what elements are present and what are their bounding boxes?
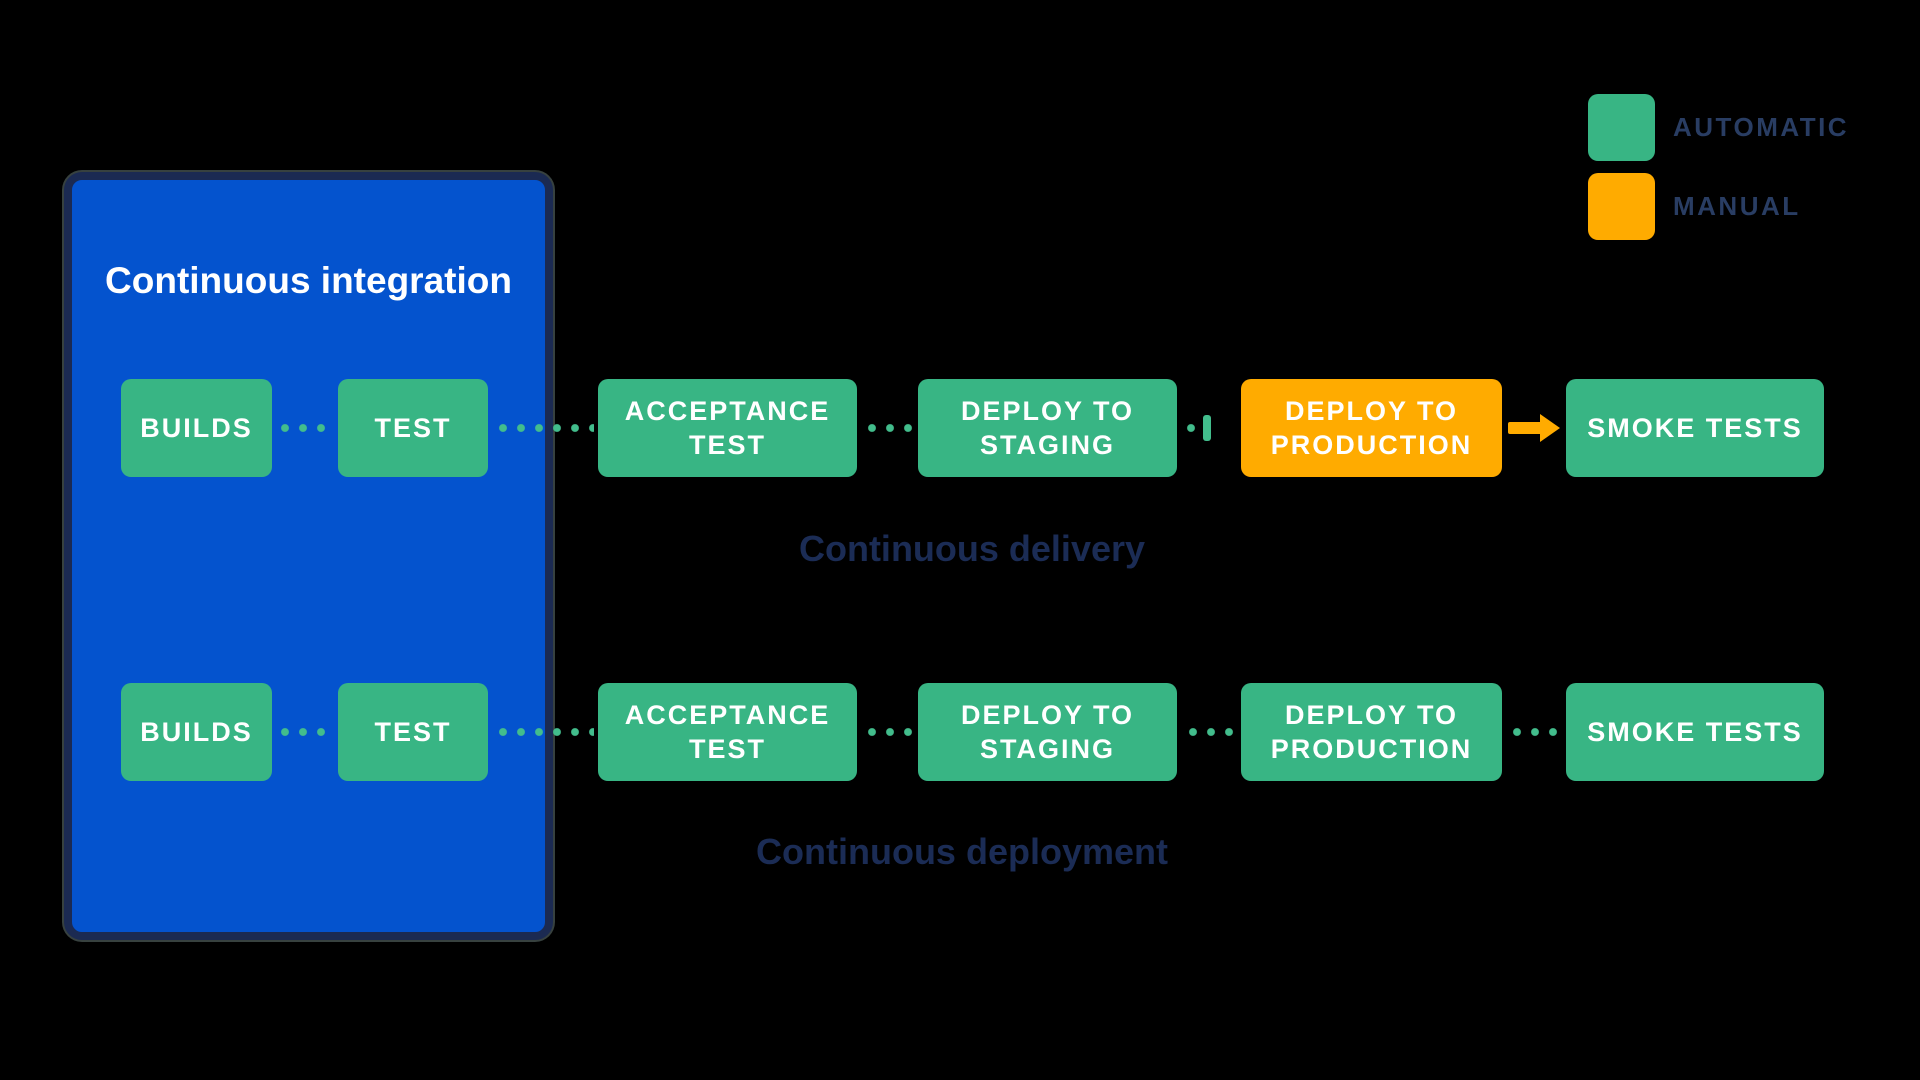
legend-item-manual: MANUAL [1588, 173, 1801, 240]
stage-box-smoke-tests-delivery: SMOKE TESTS [1566, 379, 1824, 477]
stage-box-label: SMOKE TESTS [1587, 717, 1803, 747]
stage-box-label: BUILDS [140, 717, 253, 747]
dotted-connector [863, 423, 913, 433]
stage-box-label: TEST [374, 413, 452, 443]
manual-swatch-icon [1588, 173, 1655, 240]
stage-box-label: DEPLOY TO PRODUCTION [1270, 396, 1473, 460]
stage-box-acceptance-test-deployment: ACCEPTANCE TEST [598, 683, 857, 781]
stage-box-label: BUILDS [140, 413, 253, 443]
stage-box-label: DEPLOY TO STAGING [960, 396, 1135, 460]
stage-box-test-delivery: TEST [338, 379, 488, 477]
stage-box-deploy-production-delivery: DEPLOY TO PRODUCTION [1241, 379, 1502, 477]
stage-box-label: SMOKE TESTS [1587, 413, 1803, 443]
stage-box-builds-delivery: BUILDS [121, 379, 272, 477]
manual-arrow-icon [1508, 414, 1560, 442]
manual-gate-bar-icon [1203, 415, 1211, 441]
dotted-connector [494, 727, 594, 737]
continuous-integration-container [64, 172, 553, 940]
stage-box-label: ACCEPTANCE TEST [624, 396, 831, 460]
stage-box-deploy-staging-delivery: DEPLOY TO STAGING [918, 379, 1177, 477]
continuous-deployment-label: Continuous deployment [756, 831, 1168, 872]
continuous-delivery-label: Continuous delivery [798, 528, 1146, 569]
arrow-head [1540, 414, 1560, 442]
continuous-integration-title: Continuous integration [105, 260, 512, 301]
automatic-swatch-icon [1588, 93, 1655, 161]
stage-box-label: DEPLOY TO PRODUCTION [1270, 700, 1473, 764]
stage-box-acceptance-test-delivery: ACCEPTANCE TEST [598, 379, 857, 477]
stage-box-label: DEPLOY TO STAGING [960, 700, 1135, 764]
stage-box-label: ACCEPTANCE TEST [624, 700, 831, 764]
stage-box-test-deployment: TEST [338, 683, 488, 781]
dotted-connector [494, 423, 594, 433]
arrow-shaft [1508, 422, 1542, 434]
dotted-connector [1182, 423, 1198, 433]
stage-box-deploy-production-deployment: DEPLOY TO PRODUCTION [1241, 683, 1502, 781]
dotted-connector [276, 727, 332, 737]
stage-box-smoke-tests-deployment: SMOKE TESTS [1566, 683, 1824, 781]
dotted-connector [1508, 727, 1562, 737]
stage-box-builds-deployment: BUILDS [121, 683, 272, 781]
dotted-connector [863, 727, 913, 737]
legend-item-automatic: AUTOMATIC [1588, 93, 1849, 161]
dotted-connector [1184, 727, 1236, 737]
dotted-connector [276, 423, 332, 433]
legend-label-manual: MANUAL [1673, 191, 1801, 221]
stage-box-label: TEST [374, 717, 452, 747]
legend-label-automatic: AUTOMATIC [1673, 111, 1850, 142]
stage-box-deploy-staging-deployment: DEPLOY TO STAGING [918, 683, 1177, 781]
